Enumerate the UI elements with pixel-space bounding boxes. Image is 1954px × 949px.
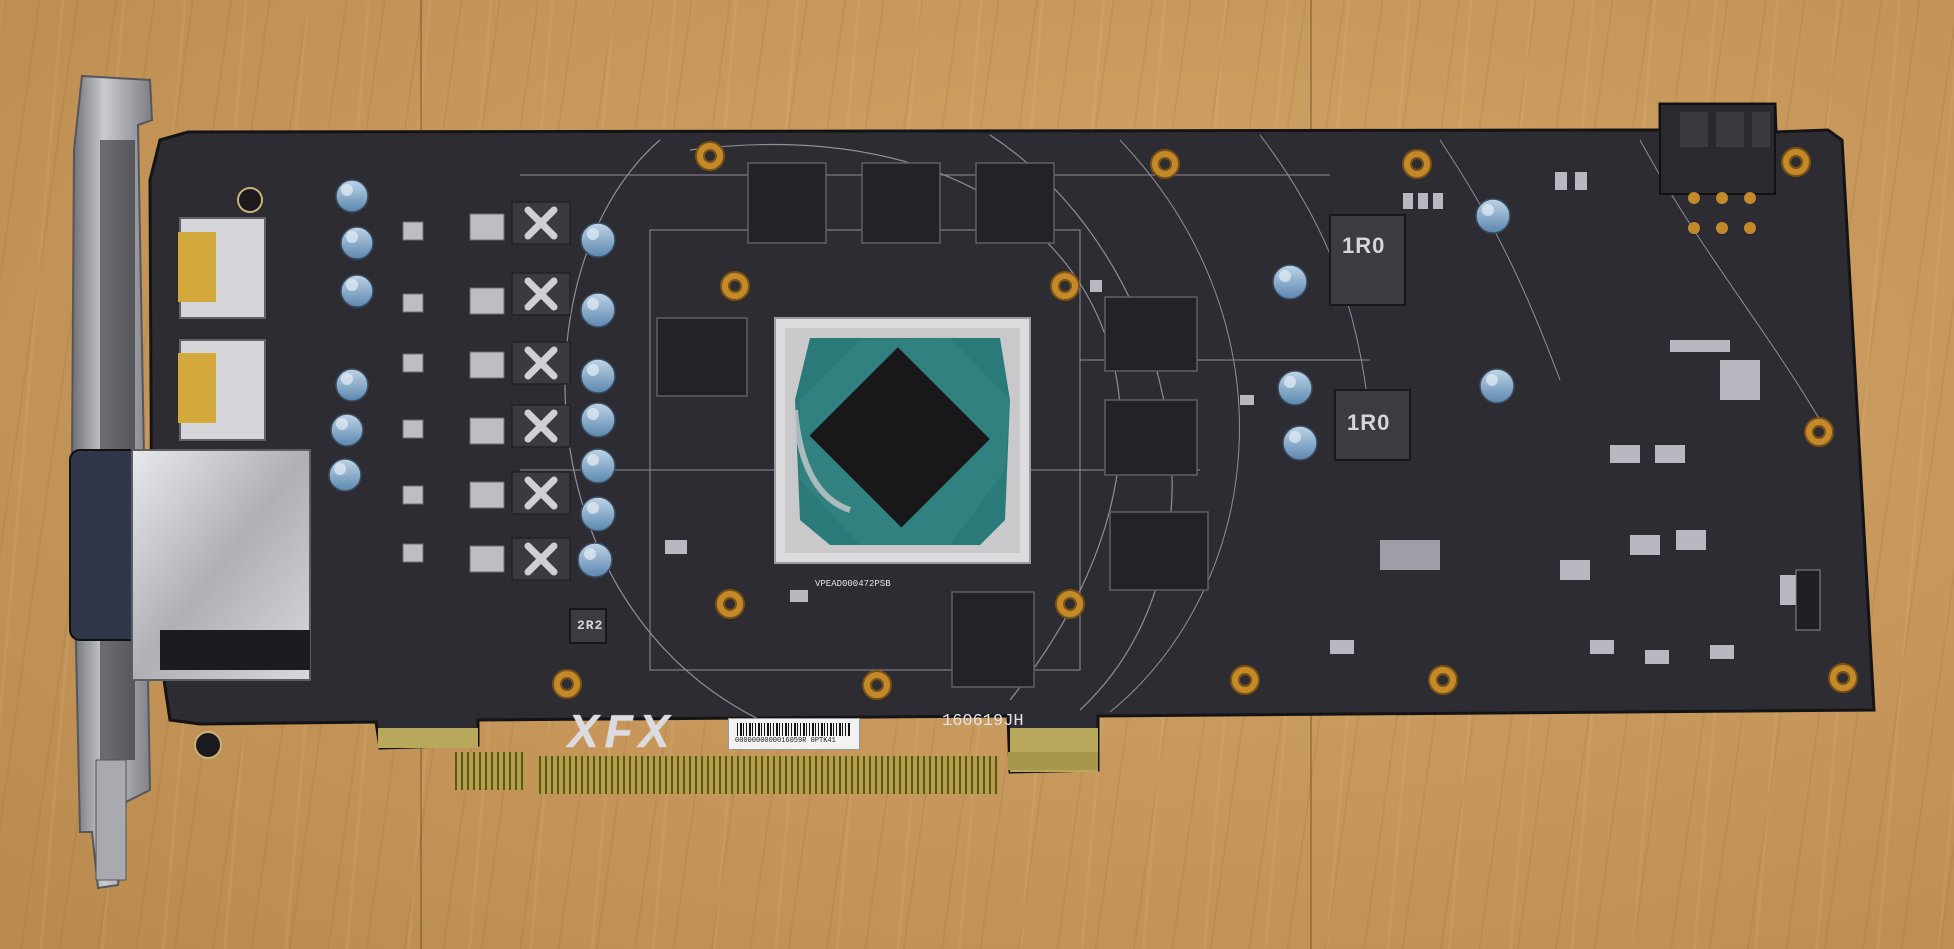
hdmi-port-top <box>178 217 266 319</box>
mounting-holes <box>552 141 1858 700</box>
inductor-label-middle: 1R0 <box>1347 410 1391 435</box>
dvi-port <box>69 449 311 681</box>
barcode-sticker: 0000000000016059R 0PTK41 <box>728 718 860 750</box>
smd-components <box>665 172 1821 664</box>
pcie-gold-fingers <box>378 728 1098 794</box>
gpu-code-label: VPEAD000472PSB <box>815 579 891 589</box>
gpu-die <box>809 347 990 528</box>
bracket-screws <box>194 187 263 759</box>
barcode-bars <box>737 723 851 736</box>
mosfets <box>402 213 505 573</box>
brand-logo-text: XFX <box>568 705 676 757</box>
barcode-number: 0000000000016059R 0PTK41 <box>735 737 836 745</box>
memory-chip-pads <box>656 162 1209 688</box>
memory-inductors <box>569 214 1411 644</box>
inductor-label-small: 2R2 <box>577 618 604 633</box>
gpu-package <box>774 317 1031 564</box>
vrm-chokes <box>511 201 571 581</box>
6-pin-power-connector <box>1659 103 1776 234</box>
date-code-label: 160619JH <box>942 712 1024 731</box>
inductor-label-top: 1R0 <box>1342 233 1386 258</box>
hdmi-port-bottom <box>178 339 266 441</box>
capacitor-tops <box>334 184 1498 560</box>
